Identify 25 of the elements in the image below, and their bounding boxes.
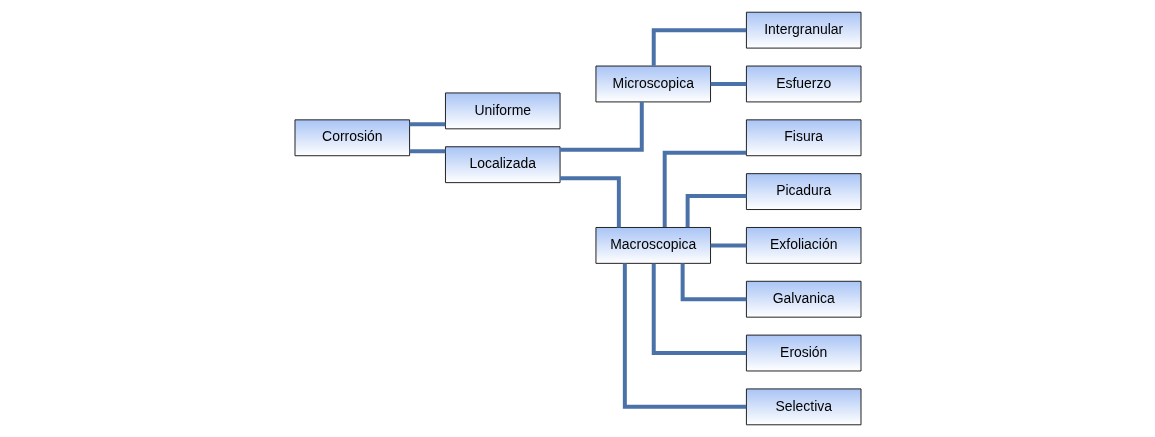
node-box: Exfoliación (745, 226, 861, 264)
node-box: Erosión (745, 334, 861, 372)
connector (662, 150, 746, 228)
connector (710, 243, 746, 248)
connector (559, 176, 621, 228)
node-box: Picadura (745, 173, 861, 211)
connector (622, 263, 746, 409)
connector (651, 263, 746, 356)
node-box: Macroscopica (594, 226, 711, 264)
node-box: Localizada (444, 146, 561, 184)
node-box: Intergranular (745, 11, 861, 49)
node-box: Uniforme (444, 92, 561, 130)
node-box: Esfuerzo (745, 65, 861, 103)
node-box: Corrosión (294, 119, 410, 157)
node-box: Microscopica (594, 65, 711, 103)
connector (685, 194, 746, 228)
connector (559, 101, 644, 152)
connector (680, 263, 746, 302)
connector (409, 122, 445, 127)
node-box: Fisura (745, 119, 861, 157)
node-box: Selectiva (745, 388, 861, 426)
node-box: Galvanica (745, 280, 861, 318)
connector (409, 149, 445, 154)
connector (710, 81, 746, 86)
connector (651, 28, 746, 66)
